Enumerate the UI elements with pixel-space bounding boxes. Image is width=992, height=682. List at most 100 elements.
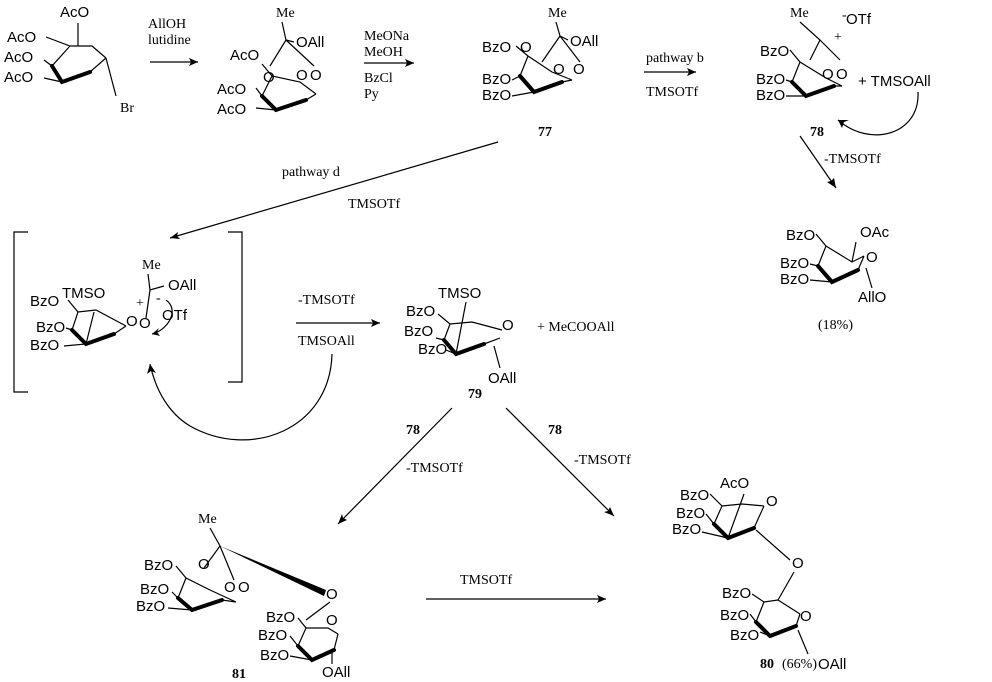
bzo-group-label: BzO: [786, 227, 815, 244]
ring-oxygen-label: O: [866, 249, 878, 266]
minus-charge: -: [156, 291, 161, 306]
bzo-group-label: BzO: [144, 557, 173, 574]
bzo-group-label: BzO: [260, 647, 289, 664]
bzo-group-label: BzO: [30, 337, 59, 354]
oac-group-label: OAc: [860, 224, 890, 241]
ring-oxygen-label: O: [502, 317, 514, 334]
ring-oxygen-label: O: [139, 315, 151, 332]
tmsoall-label: + TMSOAll: [858, 73, 931, 90]
tmso-label: TMSO: [62, 285, 105, 302]
reagent-label: TMSOTf: [646, 85, 698, 100]
aco-group-label: AcO: [230, 47, 259, 64]
compound-80-structure: AcO BzO BzO BzO O O BzO BzO BzO O OAll 8…: [672, 475, 846, 673]
reaction-arrow-pathway-b: pathway b TMSOTf: [644, 51, 704, 100]
bzo-group-label: BzO: [730, 627, 759, 644]
aco-group-label: AcO: [4, 49, 33, 66]
reaction-arrow-2: MeONa MeOH BzCl Py: [364, 29, 414, 102]
bzo-group-label: BzO: [780, 271, 809, 288]
reagent-label: TMSOTf: [348, 197, 400, 212]
ring-oxygen-label: O: [553, 61, 565, 78]
loss-label: -TMSOTf: [298, 293, 355, 308]
ring-oxygen-label: O: [766, 493, 778, 510]
methyl-label: Me: [790, 6, 809, 21]
ring-oxygen-label: O: [198, 556, 210, 573]
compound-81-structure: Me BzO BzO BzO O O O O BzO BzO BzO O OAl…: [136, 512, 350, 682]
pathway-b-label: pathway b: [646, 51, 704, 66]
bzo-group-label: BzO: [258, 627, 287, 644]
compound-77-structure: Me OAll BzO BzO BzO O O O 77: [482, 6, 598, 140]
bzo-group-label: BzO: [140, 581, 169, 598]
bzo-group-label: BzO: [482, 39, 511, 56]
triflate-label: OTf: [162, 307, 188, 324]
bromide-label: Br: [120, 101, 134, 116]
bzo-group-label: BzO: [672, 521, 701, 538]
pathway-d-label: pathway d: [282, 165, 340, 180]
triflate-label: OTf: [846, 11, 872, 28]
bzo-group-label: BzO: [676, 505, 705, 522]
bzo-group-label: BzO: [760, 43, 789, 60]
plus-charge: +: [834, 30, 842, 45]
bzo-group-label: BzO: [404, 323, 433, 340]
glycosidic-oxygen-label: O: [792, 555, 804, 572]
reagent-78-label: 78: [548, 423, 562, 438]
allo-group-label: AllO: [858, 289, 886, 306]
reaction-arrow-to-79: -TMSOTf TMSOAll: [147, 293, 380, 441]
bracketed-intermediate: Me OAll - OTf + TMSO BzO BzO BzO O O: [13, 231, 243, 393]
ring-oxygen-label: O: [520, 39, 532, 56]
bzo-group-label: BzO: [482, 71, 511, 88]
methyl-label: Me: [548, 6, 567, 21]
bzo-group-label: BzO: [780, 255, 809, 272]
ring-oxygen-label: O: [836, 66, 848, 83]
reagent-78-label: 78: [406, 423, 420, 438]
ring-oxygen-label: O: [326, 612, 338, 629]
reagent-label: Py: [364, 87, 379, 102]
bzo-group-label: BzO: [418, 341, 447, 358]
plus-charge: +: [136, 296, 144, 311]
ring-oxygen-label: O: [310, 67, 322, 84]
oall-label: OAll: [570, 33, 598, 50]
bzo-group-label: BzO: [136, 598, 165, 615]
bzo-group-label: BzO: [756, 87, 785, 104]
bzo-group-label: BzO: [266, 609, 295, 626]
yield-label: (66%): [782, 657, 817, 672]
ring-oxygen-label: O: [800, 608, 812, 625]
methyl-label: Me: [198, 512, 217, 527]
compound-number-80: 80: [760, 657, 774, 672]
loss-label: -TMSOTf: [574, 453, 631, 468]
oall-label: OAll: [296, 34, 324, 51]
aco-group-label: AcO: [217, 81, 246, 98]
ring-oxygen-label: O: [224, 579, 236, 596]
yield-label: (18%): [818, 318, 853, 333]
aco-group-label: AcO: [720, 475, 749, 492]
bzo-group-label: BzO: [722, 585, 751, 602]
ring-oxygen-label: O: [238, 579, 250, 596]
aco-group-label: AcO: [60, 4, 89, 21]
byproduct-label: + MeCOOAll: [537, 320, 615, 335]
compound-number-77: 77: [538, 125, 552, 140]
compound-number-81: 81: [232, 667, 246, 682]
aco-group-label: AcO: [4, 69, 33, 86]
acetyl-orthoester-structure: Me OAll AcO AcO AcO O O O: [217, 6, 324, 118]
methyl-label: Me: [142, 258, 161, 273]
reagent-label: MeONa: [364, 29, 410, 44]
reagent-label: TMSOTf: [460, 573, 512, 588]
loss-label: -TMSOTf: [824, 152, 881, 167]
bzo-group-label: BzO: [30, 293, 59, 310]
compound-79-structure: TMSO BzO BzO BzO O OAll + MeCOOAll 79: [404, 285, 615, 402]
aco-group-label: AcO: [7, 29, 36, 46]
methyl-label: Me: [276, 6, 295, 21]
reagent-label: MeOH: [364, 45, 403, 60]
reagent-label: TMSOAll: [298, 334, 355, 349]
bzo-group-label: BzO: [680, 487, 709, 504]
bzo-group-label: BzO: [36, 319, 65, 336]
ring-oxygen-label: O: [573, 61, 585, 78]
ring-oxygen-label: O: [822, 66, 834, 83]
compound-number-79: 79: [468, 387, 482, 402]
bzo-group-label: BzO: [482, 87, 511, 104]
loss-label: -TMSOTf: [406, 461, 463, 476]
bzo-group-label: BzO: [406, 303, 435, 320]
rearranged-product-structure: BzO OAc BzO BzO O AllO (18%): [780, 224, 890, 333]
bzo-group-label: BzO: [720, 607, 749, 624]
ring-oxygen-label: O: [263, 69, 275, 86]
